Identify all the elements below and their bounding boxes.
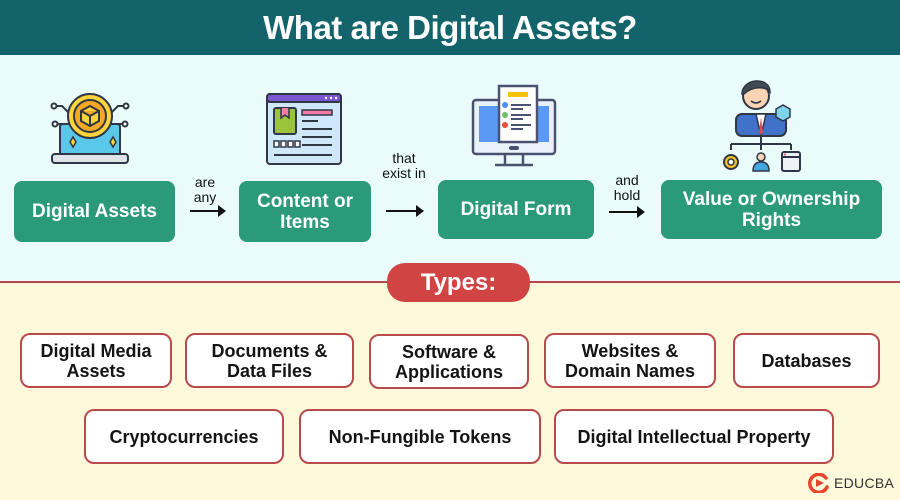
connector-are-any: are any (180, 175, 230, 205)
step-label: Digital Assets (32, 201, 157, 222)
type-label: Applications (394, 361, 503, 382)
connector-text: exist in (382, 165, 426, 181)
connector-text: hold (613, 187, 641, 203)
arrow-icon (190, 205, 226, 217)
types-heading-text: Types: (420, 268, 497, 296)
title-banner: What are Digital Assets? (0, 0, 900, 55)
step-label: Digital Form (460, 199, 572, 220)
coin-laptop-icon (50, 93, 130, 164)
types-heading: Types: (387, 263, 530, 302)
logo-text: EDUCBA (834, 475, 895, 491)
step-content-or-items: Content or Items (239, 181, 371, 242)
step-label: Value or Ownership Rights (682, 188, 861, 231)
arrow-icon (386, 205, 424, 217)
type-cryptocurrencies: Cryptocurrencies (84, 409, 284, 464)
type-label: Digital Intellectual Property (577, 426, 811, 447)
educba-logo-icon (808, 473, 829, 493)
type-label: Cryptocurrencies (109, 426, 259, 447)
step-digital-form: Digital Form (438, 180, 594, 239)
type-digital-intellectual-property: Digital Intellectual Property (554, 409, 834, 464)
owner-hierarchy-icon (723, 80, 801, 172)
step-label: Content or Items (256, 190, 354, 233)
type-label: Domain Names (564, 360, 696, 381)
connector-text: that (392, 150, 416, 166)
connector-text: any (193, 189, 217, 205)
arrow-icon (609, 206, 645, 218)
web-content-icon (266, 93, 342, 165)
type-label: Assets (66, 360, 126, 381)
type-documents-data-files: Documents &Data Files (185, 333, 354, 388)
connector-text: and (615, 172, 639, 188)
type-label: Software & (401, 341, 496, 362)
type-software-applications: Software &Applications (369, 334, 529, 389)
type-label: Non-Fungible Tokens (328, 426, 512, 447)
types-section (0, 283, 900, 500)
type-label: Data Files (226, 360, 313, 381)
connector-and-hold: and hold (603, 173, 651, 203)
step-value-ownership: Value or Ownership Rights (661, 180, 882, 239)
monitor-document-icon (471, 84, 557, 167)
connector-text: are (194, 174, 216, 190)
type-websites-domain-names: Websites &Domain Names (544, 333, 716, 388)
connector-that-exist-in: that exist in (374, 151, 434, 181)
type-label: Documents & (211, 340, 328, 361)
type-label: Websites & (581, 340, 679, 361)
type-non-fungible-tokens: Non-Fungible Tokens (299, 409, 541, 464)
type-label: Databases (761, 350, 852, 371)
type-databases: Databases (733, 333, 880, 388)
page-title: What are Digital Assets? (263, 8, 637, 46)
educba-logo: EDUCBA (808, 473, 894, 493)
type-label: Digital Media (40, 340, 152, 361)
step-digital-assets: Digital Assets (14, 181, 175, 242)
